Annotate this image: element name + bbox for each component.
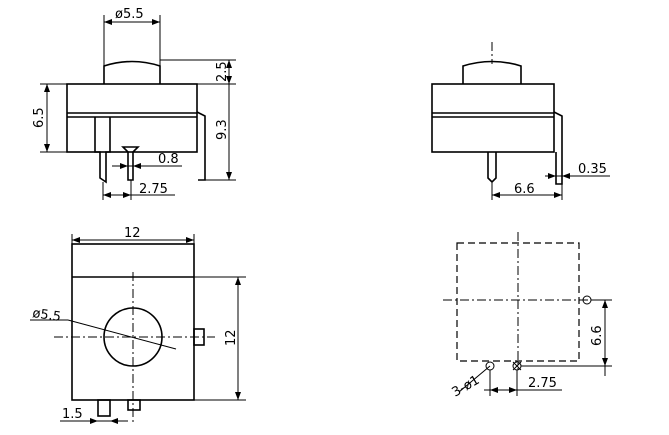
plan-view: ø5.5 12 12 1.5 (30, 226, 246, 424)
dim-height-9-3: 9.3 (215, 119, 230, 140)
dim-span-6-6-side: 6.6 (514, 182, 535, 197)
dim-pin-0-8: 0.8 (158, 152, 179, 167)
dim-offset-1-5: 1.5 (62, 407, 83, 422)
front-view: ø5.5 6.5 2.5 9.3 0.8 2.75 (32, 7, 236, 200)
pcb-footprint-view: 6.6 3-ø1 2.75 (443, 232, 612, 400)
dim-width-12: 12 (124, 226, 141, 241)
dim-depth-12: 12 (224, 329, 239, 346)
dim-pitch-2-75-pcb: 2.75 (528, 376, 557, 391)
dim-height-6-5: 6.5 (32, 107, 47, 128)
dim-diameter-5-5-plan: ø5.5 (31, 306, 61, 325)
side-view: 0.35 6.6 (431, 42, 610, 200)
dim-pitch-2-75-side: 2.75 (139, 182, 168, 197)
dim-diameter-5-5-top: ø5.5 (115, 7, 144, 22)
dim-height-2-5: 2.5 (215, 61, 230, 82)
dim-pin-0-35: 0.35 (578, 162, 607, 177)
dim-span-6-6-vertical: 6.6 (590, 325, 605, 346)
